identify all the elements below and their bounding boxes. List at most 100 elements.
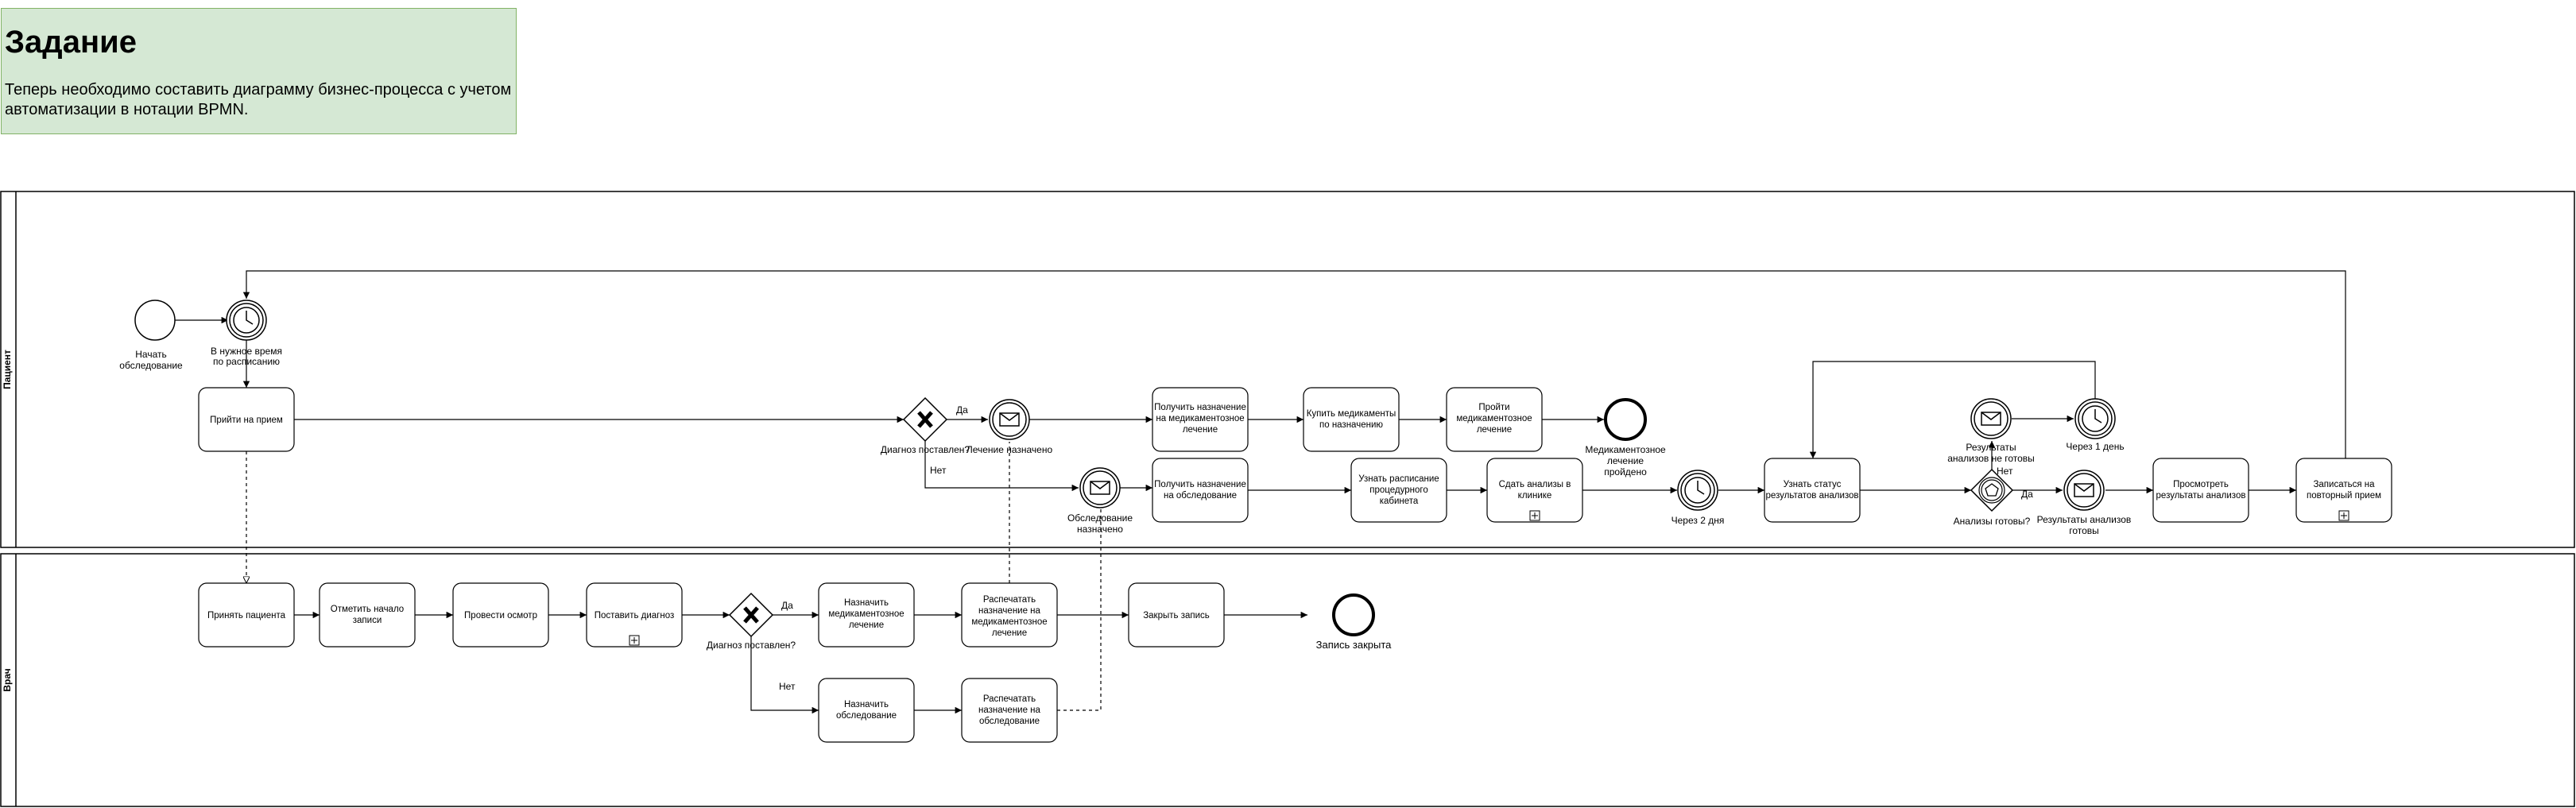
svg-text:Обследование: Обследование [1067,512,1133,524]
gateway-doctor-diagnosis-label: Диагноз поставлен? [707,640,796,651]
svg-text:Результаты: Результаты [1966,442,2016,453]
task-come-appointment: Прийти на прием [198,387,295,452]
message-flows [246,442,1102,711]
svg-text:готовы: готовы [2069,525,2099,536]
svg-text:результаты анализов: результаты анализов [2156,491,2246,501]
timer-event-2days-label: Через 2 дня [1671,515,1725,526]
svg-text:лечение: лечение [1183,425,1218,435]
svg-text:на обследование: на обследование [1164,491,1237,501]
svg-text:Распечатать: Распечатать [983,694,1036,704]
message-event-results-not-ready: Результаты анализов не готовы [1947,398,2035,464]
flow-label-patient-no: Нет [930,465,947,476]
task-book-repeat: Записаться на повторный прием [2295,458,2392,523]
svg-text:Просмотреть: Просмотреть [2173,480,2229,489]
svg-text:Узнать расписание: Узнать расписание [1358,474,1439,484]
task-close-record: Закрыть запись [1128,582,1225,648]
message-event-treatment: Лечение назначено [966,399,1053,455]
task-close-record-label: Закрыть запись [1143,611,1210,620]
svg-text:на медикаментозное: на медикаментозное [1156,414,1244,423]
envelope-icon [1981,412,2001,426]
task-note: Задание Теперь необходимо составить диаг… [1,8,517,134]
svg-text:лечение: лечение [849,620,884,630]
svg-text:В нужное время: В нужное время [211,346,282,357]
flow-label-doctor-no: Нет [779,681,796,692]
task-accept-patient: Принять пациента [198,582,295,648]
svg-text:по назначению: по назначению [1319,420,1383,430]
lane-doctor: Врач [0,553,2575,807]
svg-text:Получить назначение: Получить назначение [1154,403,1246,412]
gateway-patient-diagnosis-label: Диагноз поставлен? [881,444,970,455]
x-icon [917,411,933,428]
svg-text:пройдено: пройдено [1604,466,1647,477]
task-text: Теперь необходимо составить диаграмму би… [5,81,512,118]
task-buy-meds: Купить медикаменты по назначению [1303,387,1400,452]
gateway-doctor-diagnosis: Диагноз поставлен? [707,592,796,651]
task-print-exam: Распечатать назначение на обследование [961,678,1058,743]
svg-text:кабинета: кабинета [1380,497,1419,506]
flow-label-patient-yes: Да [956,404,968,416]
gateway-patient-diagnosis: Диагноз поставлен? [881,396,970,455]
task-accept-patient-label: Принять пациента [207,611,286,620]
svg-text:Сдать анализы в: Сдать анализы в [1499,480,1571,489]
svg-text:процедурного: процедурного [1369,485,1427,495]
svg-text:обследование: обследование [979,717,1040,726]
x-icon [743,606,759,624]
task-assign-exam: Назначить обследование [818,678,915,743]
svg-text:результатов анализов: результатов анализов [1765,491,1858,501]
svg-text:записи: записи [353,616,382,625]
lane-patient: Пациент [0,191,2575,548]
end-event-record-closed: Запись закрыта [1316,593,1393,651]
task-examine-label: Провести осмотр [464,611,537,620]
svg-text:лечение: лечение [1477,425,1512,435]
start-event-label-2: обследование [119,360,183,371]
start-event-label-1: Начать [135,349,167,360]
svg-text:Записаться на: Записаться на [2313,480,2375,489]
flow-label-doctor-yes: Да [781,600,793,611]
task-print-med: Распечатать назначение на медикаментозно… [961,582,1058,648]
svg-text:Назначить: Назначить [844,700,889,709]
gateway-analysis-ready-label: Анализы готовы? [1954,516,2031,527]
flow-label-analysis-yes: Да [2021,489,2033,500]
svg-text:назначение на: назначение на [978,706,1040,715]
task-get-exam-assign: Получить назначение на обследование [1152,458,1249,523]
timer-event-1day: Через 1 день [2066,398,2125,452]
task-check-status: Узнать статус результатов анализов [1764,458,1861,523]
message-event-results-ready: Результаты анализов готовы [2037,470,2131,536]
svg-text:Медикаментозное: Медикаментозное [1585,444,1666,455]
svg-text:назначено: назначено [1077,524,1123,535]
svg-text:повторный прием: повторный прием [2307,491,2381,501]
task-get-med-assign: Получить назначение на медикаментозное л… [1152,387,1249,452]
pentagon-icon [1985,483,1999,497]
task-come-appointment-label: Прийти на прием [210,416,283,425]
svg-text:обследование: обследование [836,711,897,721]
task-examine: Провести осмотр [452,582,549,648]
svg-text:анализов не готовы: анализов не готовы [1947,453,2035,464]
svg-text:Пройти: Пройти [1478,403,1509,412]
svg-text:по расписанию: по расписанию [213,356,280,367]
envelope-icon [1090,481,1110,495]
svg-text:медикаментозное: медикаментозное [971,617,1047,627]
gateway-analysis-ready: Анализы готовы? [1954,468,2031,527]
message-event-treatment-label: Лечение назначено [966,444,1053,455]
timer-event-schedule: В нужное время по расписанию [211,300,282,367]
task-do-med-treatment: Пройти медикаментозное лечение [1446,387,1543,452]
lane-doctor-label: Врач [2,668,13,691]
timer-event-1day-label: Через 1 день [2066,441,2124,452]
task-mark-start: Отметить начало записи [319,582,416,648]
task-assign-med: Назначить медикаментозное лечение [818,582,915,648]
flow-label-analysis-no: Нет [1997,466,2013,477]
task-give-analysis: Сдать анализы в клинике [1486,458,1583,523]
lane-patient-label: Пациент [2,350,13,389]
svg-text:лечение: лечение [992,628,1027,638]
task-title: Задание [5,25,137,60]
task-find-schedule: Узнать расписание процедурного кабинета [1350,458,1447,523]
message-event-exam: Обследование назначено [1067,467,1133,535]
svg-text:клинике: клинике [1518,491,1552,501]
sequence-flows [175,270,2346,714]
svg-text:Распечатать: Распечатать [983,595,1036,605]
end-event-record-closed-label: Запись закрыта [1316,639,1393,651]
svg-text:лечение: лечение [1607,455,1644,466]
svg-text:назначение на: назначение на [978,606,1040,616]
task-diagnose: Поставить диагноз [586,582,683,648]
